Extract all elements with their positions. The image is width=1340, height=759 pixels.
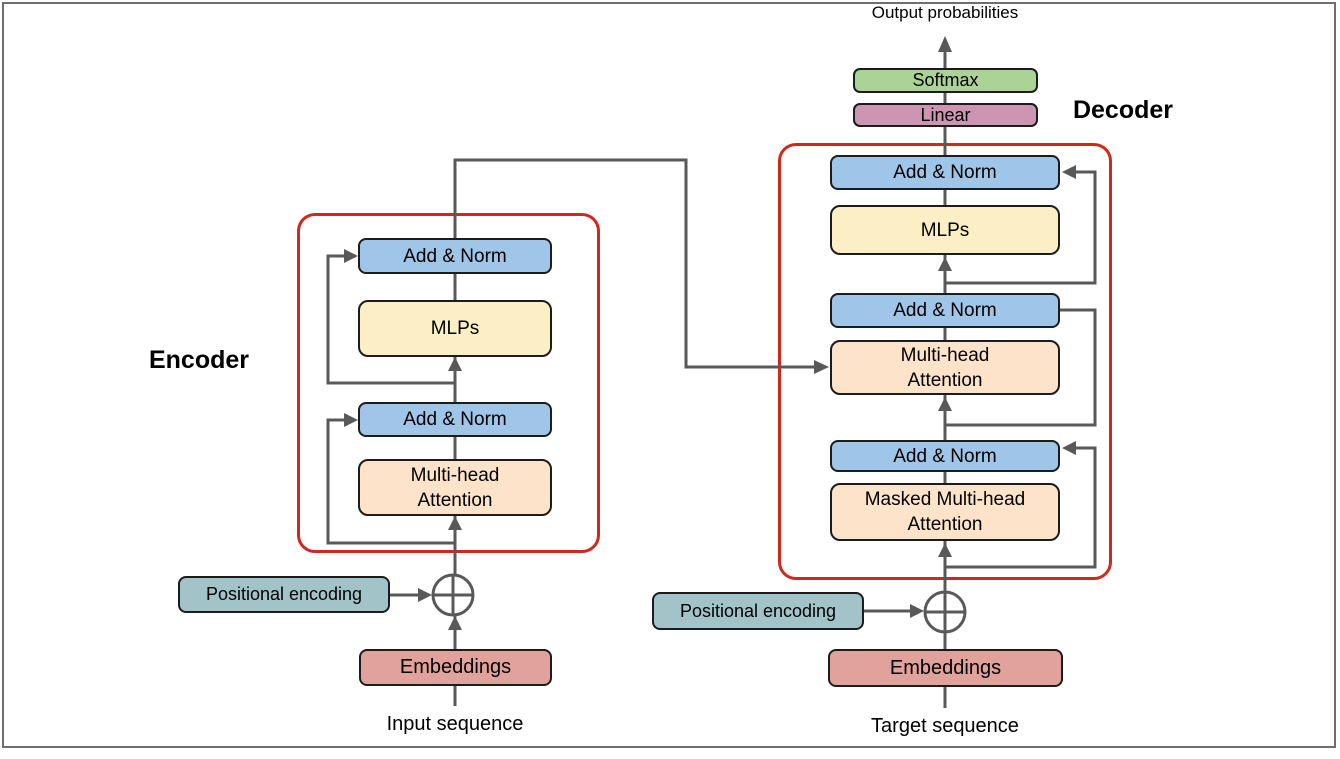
decoder-embeddings-block: Embeddings bbox=[828, 649, 1063, 687]
arrow-up-into-encoder-mlps bbox=[448, 357, 462, 371]
decoder-add-norm-bottom-block: Add & Norm bbox=[830, 440, 1060, 472]
input-sequence-label: Input sequence bbox=[386, 713, 524, 735]
decoder-add-circle-icon bbox=[923, 590, 967, 634]
arrow-left-into-decoder-add-norm-bottom bbox=[1062, 441, 1076, 455]
encoder-mlps-label: MLPs bbox=[430, 318, 480, 339]
encoder-multi-head-attention-block: Multi-head Attention bbox=[358, 459, 552, 516]
encoder-add-norm-bottom-label: Add & Norm bbox=[403, 409, 507, 430]
encoder-residual-top-wire bbox=[326, 254, 455, 385]
decoder-multi-head-attention-block: Multi-head Attention bbox=[830, 340, 1060, 395]
decoder-masked-multi-head-attention-block: Masked Multi-head Attention bbox=[830, 483, 1060, 541]
arrow-up-output bbox=[938, 36, 952, 52]
encoder-add-norm-top-label: Add & Norm bbox=[403, 245, 507, 267]
decoder-add-norm-middle-block: Add & Norm bbox=[830, 293, 1060, 328]
decoder-add-norm-bottom-label: Add & Norm bbox=[893, 445, 997, 467]
arrow-right-into-encoder-add-circle bbox=[418, 588, 432, 602]
decoder-residual-middle-wire bbox=[945, 308, 1097, 427]
output-probabilities-label: Output probabilities bbox=[871, 3, 1019, 22]
arrow-up-into-encoder-add-circle bbox=[448, 616, 462, 630]
linear-label: Linear bbox=[920, 104, 971, 125]
encoder-outline bbox=[297, 213, 600, 553]
arrow-up-into-decoder-mlps bbox=[938, 257, 952, 271]
encoder-add-circle-icon bbox=[431, 573, 475, 617]
encoder-add-norm-bottom-block: Add & Norm bbox=[358, 402, 552, 437]
encoder-positional-encoding-label: Positional encoding bbox=[205, 584, 363, 604]
encoder-mlps-block: MLPs bbox=[358, 300, 552, 357]
decoder-masked-multi-head-attention-label: Masked Multi-head Attention bbox=[864, 489, 1026, 535]
linear-block: Linear bbox=[853, 103, 1038, 127]
target-sequence-label: Target sequence bbox=[871, 715, 1019, 737]
decoder-residual-top-wire bbox=[945, 170, 1097, 285]
arrowheads bbox=[344, 36, 1076, 630]
encoder-residual-bottom-wire bbox=[326, 418, 455, 545]
arrow-up-into-decoder-attention bbox=[938, 397, 952, 411]
decoder-mlps-label: MLPs bbox=[920, 219, 970, 241]
decoder-positional-encoding-block: Positional encoding bbox=[652, 592, 864, 630]
encoder-positional-encoding-block: Positional encoding bbox=[178, 576, 390, 613]
arrow-left-into-decoder-add-norm-top bbox=[1062, 165, 1076, 179]
encoder-embeddings-block: Embeddings bbox=[359, 649, 552, 686]
arrow-right-into-encoder-add-norm-bottom bbox=[344, 413, 358, 427]
diagram-border bbox=[2, 2, 1336, 748]
decoder-title: Decoder bbox=[1072, 96, 1174, 124]
decoder-attention-add-norm-label: Add & Norm bbox=[893, 300, 997, 321]
encoder-title: Encoder bbox=[148, 346, 250, 374]
decoder-multi-head-attention-label: Multi-head Attention bbox=[900, 344, 990, 391]
softmax-block: Softmax bbox=[853, 68, 1038, 93]
encoder-multi-head-attention-label: Multi-head Attention bbox=[410, 464, 500, 511]
arrow-up-into-encoder-attention bbox=[448, 516, 462, 530]
arrow-up-into-decoder-masked-attention bbox=[938, 543, 952, 557]
decoder-mlps-block: MLPs bbox=[830, 205, 1060, 255]
decoder-positional-encoding-label: Positional encoding bbox=[679, 600, 837, 621]
encoder-embeddings-label: Embeddings bbox=[399, 656, 512, 678]
decoder-add-norm-top-label: Add & Norm bbox=[893, 162, 997, 183]
softmax-label: Softmax bbox=[912, 70, 979, 90]
decoder-embeddings-label: Embeddings bbox=[889, 656, 1002, 679]
arrow-right-into-decoder-add-circle bbox=[910, 604, 924, 618]
encoder-add-norm-top-block: Add & Norm bbox=[358, 238, 552, 274]
decoder-add-norm-top-block: Add & Norm bbox=[830, 155, 1060, 190]
decoder-residual-bottom-wire bbox=[945, 446, 1097, 569]
arrow-right-into-decoder-attention bbox=[814, 360, 829, 374]
arrow-right-into-encoder-add-norm-top bbox=[344, 249, 358, 263]
